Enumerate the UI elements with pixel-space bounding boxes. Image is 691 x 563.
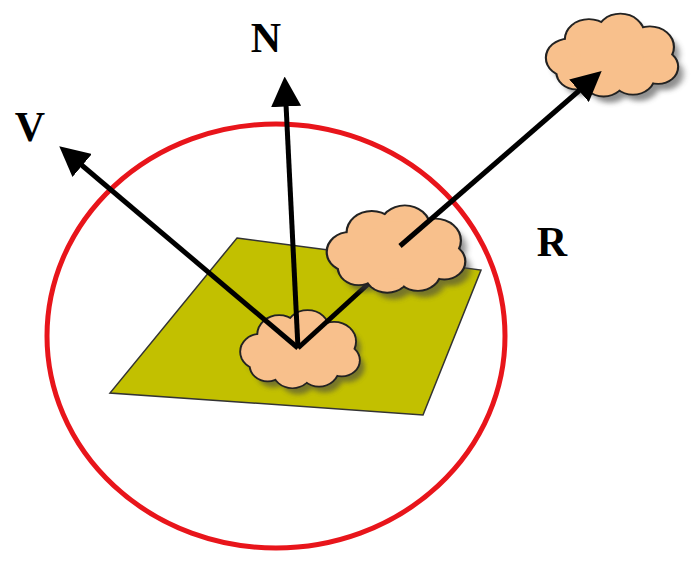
cloud xyxy=(328,206,471,299)
cloud xyxy=(547,15,684,103)
cloud xyxy=(241,311,365,394)
view-vector xyxy=(65,151,298,348)
vector-label: V xyxy=(15,106,45,148)
normal-vector xyxy=(285,84,298,348)
vector-label: R xyxy=(537,221,567,263)
environment-sphere xyxy=(47,124,505,548)
vector-label: N xyxy=(251,17,281,59)
